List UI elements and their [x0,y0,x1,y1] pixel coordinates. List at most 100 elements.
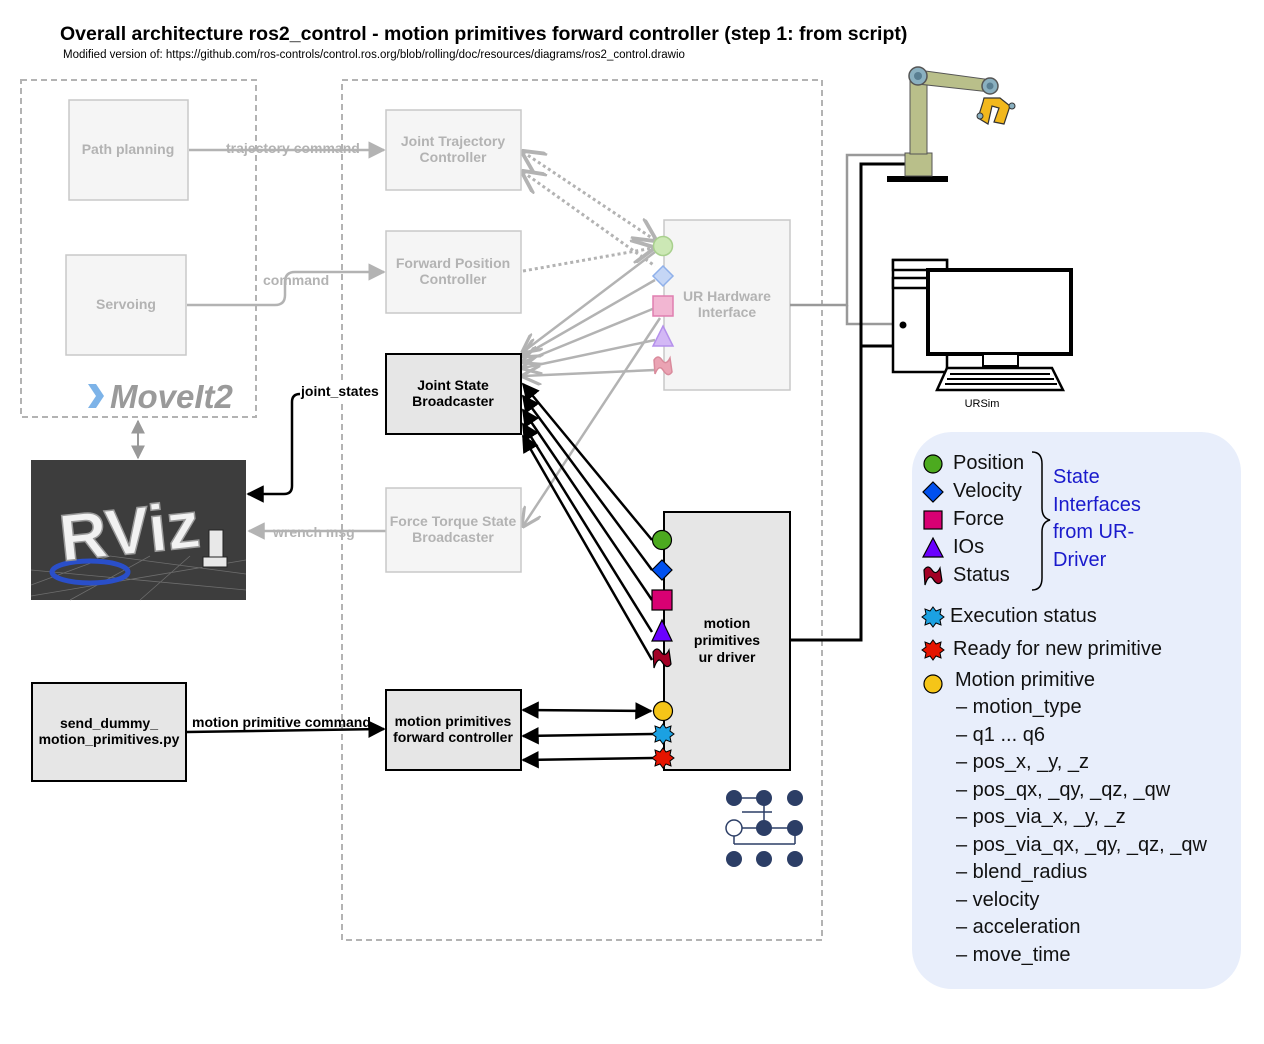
ursim-computer-icon [891,258,1073,392]
legend-field: – move_time [956,944,1071,966]
mpfc-label-line1: motion primitives [395,713,512,729]
edge-hw-jsb-force [523,306,656,362]
hw-force-icon [652,295,674,317]
legend-force-label: Force [953,508,1005,530]
legend-panel: Position Velocity Force IOs Status State… [912,432,1241,989]
ros2-control-logo-icon [725,790,803,867]
jsb-label-line2: Broadcaster [412,393,494,409]
edge-driver-mpfc-ready [521,751,654,769]
legend-shapes [921,451,1051,694]
edge-hw-jsb-io [523,338,656,368]
diagram-title: Overall architecture ros2_control - moti… [60,23,907,45]
jtc-label-line2: Controller [420,149,487,165]
hw-label-line1: UR Hardware [683,288,771,304]
edge-driver-jsb-force [521,408,654,601]
driver-status-icon [652,648,672,669]
rviz-logo-icon: RViz [30,460,247,601]
legend-velocity-icon [922,481,944,503]
legend-io-icon [922,536,944,558]
edge-jtc-hw-1 [523,152,655,240]
legend-ready-label: Ready for new primitive [953,638,1162,660]
legend-execution-status-label: Execution status [950,605,1097,627]
path-planning-box [68,99,189,201]
legend-field: – q1 ... q6 [956,724,1045,746]
driver-label-line2: primitives [694,632,760,648]
edge-command [187,263,386,307]
legend-ready-icon [921,639,945,661]
legend-status-label: Status [953,564,1010,586]
driver-force-icon [651,589,673,611]
legend-io-label: IOs [953,536,985,558]
edge-driver-jsb-position [521,382,653,541]
edge-label-trajectory-command: trajectory command [226,140,360,156]
edge-driver-jsb-status [521,434,654,661]
ursim-label: URSim [965,398,1000,410]
ros2-control-group-frame [341,79,823,941]
fpc-label-line2: Controller [420,271,487,287]
edge-hw-jsb-velocity [523,278,656,356]
edge-joint-states [246,392,384,503]
driver-motion-primitive-icon [652,700,674,722]
hw-io-icon [651,324,675,347]
legend-status-icon [923,566,943,586]
driver-execution-status-icon [651,723,675,745]
driver-position-icon [651,529,673,551]
edge-label-joint-states: joint_states [300,383,379,399]
legend-field: – motion_type [956,696,1082,718]
driver-io-icon [651,618,673,642]
motion-primitives-forward-controller-box [385,689,522,771]
motion-primitives-ur-driver-box [663,511,791,771]
jsb-label-line1: Joint State [417,377,489,393]
ur-hardware-interface-box [663,219,791,391]
joint-trajectory-controller-box [385,109,522,191]
driver-label-line1: motion [704,615,751,631]
edge-label-command: command [263,272,329,288]
force-torque-state-broadcaster-box [385,487,522,573]
legend-field: – blend_radius [956,861,1088,883]
legend-motion-primitive-label: Motion primitive [955,669,1096,691]
edge-hw-ursim-gray [845,305,893,326]
hw-velocity-icon [651,264,675,288]
edge-driver-robot-black [790,162,905,642]
servoing-label: Servoing [96,296,156,312]
legend-position-icon [923,454,943,474]
moveit-logo-text: MoveIt2 [110,378,234,415]
legend-motion-primitive-icon [923,674,943,694]
mpfc-label-line2: forward controller [393,729,513,745]
edge-label-wrench-msg: wrench msg [272,524,355,540]
jtc-label-line1: Joint Trajectory [401,133,505,149]
rviz-logo-text: RViz [56,487,204,575]
legend-velocity-label: Velocity [953,480,1022,502]
edge-label-motion-primitive-command: motion primitive command [192,714,371,730]
edge-driver-jsb-io [521,422,654,633]
hw-status-icon [653,355,673,376]
legend-state-group-label: State Interfaces from UR-Driver [1053,466,1141,571]
script-label-line1: send_dummy_ [60,715,158,731]
path-planning-label: Path planning [82,141,175,157]
edge-hw-jsb-position [523,251,656,352]
driver-label-line3: ur driver [699,649,756,665]
edge-hw-jsb-status [523,370,656,376]
legend-brace [1031,451,1051,591]
ftsb-label-line1: Force Torque State [390,513,517,529]
legend-field: – pos_via_qx, _qy, _qz, _qw [956,834,1207,856]
forward-position-controller-box [385,230,522,314]
legend-force-icon [923,510,943,530]
send-dummy-script-box [31,682,187,782]
edge-driver-mpfc-execution-status [521,727,654,745]
diagram-subtitle: Modified version of: https://github.com/… [63,49,685,61]
moveit-logo-icon: MoveIt2 [88,378,234,415]
fpc-label-line1: Forward Position [396,255,510,271]
legend-field: – velocity [956,889,1040,911]
edge-mpfc-driver-motion-primitive [521,701,653,720]
hw-position-icon [652,235,674,257]
edge-jtc-hw-2 [523,172,656,268]
joint-state-broadcaster-box [385,353,522,435]
driver-ready-icon [651,747,675,769]
hw-label-line2: Interface [698,304,757,320]
servoing-box [65,254,187,356]
edge-hw-ftsb [523,317,662,526]
legend-field: – acceleration [956,916,1081,938]
legend-field: – pos_x, _y, _z [956,751,1090,773]
legend-field: – pos_qx, _qy, _qz, _qw [956,779,1171,801]
